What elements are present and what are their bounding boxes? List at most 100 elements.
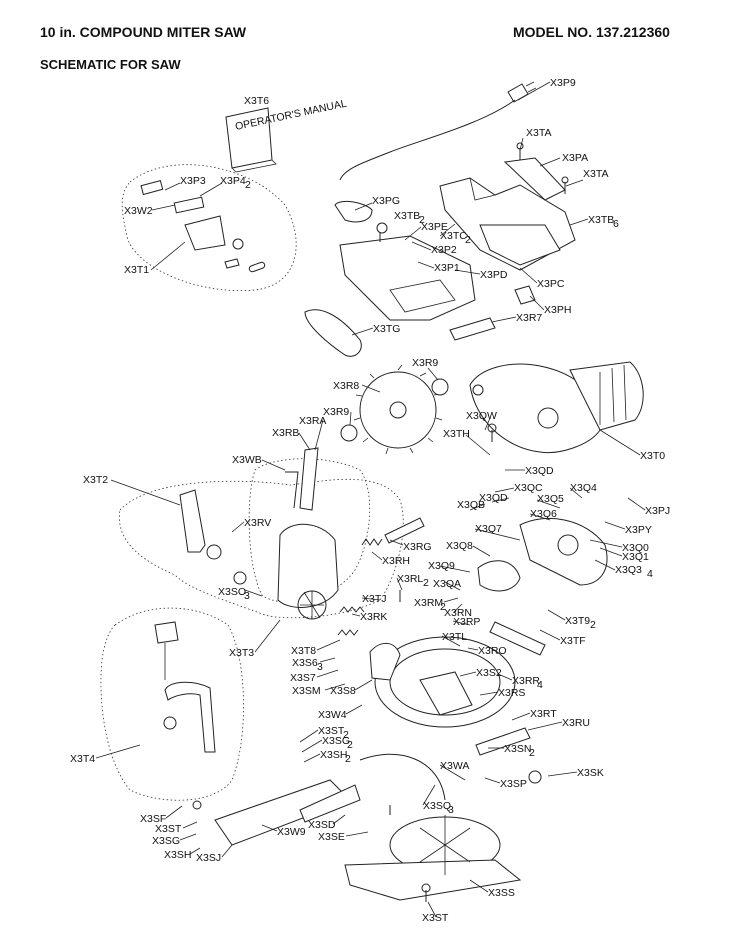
document-title: 10 in. COMPOUND MITER SAW	[40, 24, 247, 40]
label-subscript: 2	[343, 729, 349, 741]
part-label: X3SG	[322, 735, 350, 747]
part-label: X3ST	[422, 912, 449, 924]
part-label: X3S7	[290, 672, 316, 684]
motor-guard	[469, 361, 644, 454]
part-label: X3SG	[152, 835, 180, 847]
spring-rk	[339, 606, 365, 613]
part-label: X3RT	[530, 708, 557, 720]
part-label: X3RR	[512, 675, 540, 687]
part-label: X3SK	[577, 767, 604, 779]
group-outlines	[100, 164, 404, 801]
part-label: X3Q0	[622, 542, 649, 554]
part-label: X3PE	[421, 221, 448, 233]
part-label: X3R7	[516, 312, 542, 324]
rod-rf	[489, 621, 546, 656]
part-label: X3S6	[292, 657, 318, 669]
part-label: X3PJ	[645, 505, 670, 517]
part-label: X3TA	[583, 168, 608, 180]
part-label: X3RO	[478, 645, 507, 657]
part-label: X3TL	[442, 631, 467, 643]
part-label: X3P1	[434, 262, 460, 274]
part-label: X3T0	[640, 450, 665, 462]
part-label: X3W9	[277, 826, 306, 838]
bevel-lock-handle	[179, 489, 206, 553]
label-subscript: 2	[419, 214, 425, 226]
part-label: X3RK	[360, 611, 387, 623]
upper-housing	[334, 200, 476, 321]
dust-bag	[304, 309, 362, 357]
part-label: X3RN	[444, 607, 472, 619]
rod-rg	[384, 517, 425, 544]
bracket-assembly	[140, 179, 266, 273]
part-label: X3R9	[323, 406, 349, 418]
label-subscript: 2	[440, 601, 446, 613]
blade-washer	[431, 378, 449, 396]
part-label: X3R9	[412, 357, 438, 369]
part-label: X3TC	[440, 230, 467, 242]
turntable	[369, 636, 516, 728]
part-label: X3S8	[330, 685, 356, 697]
part-label: X3SE	[318, 831, 345, 843]
part-label: X3WA	[440, 760, 469, 772]
part-label: X3SN	[504, 743, 531, 755]
spring-t8	[337, 629, 359, 636]
screws	[192, 142, 569, 902]
label-subscript: 2	[590, 619, 596, 631]
part-label: X3PD	[480, 269, 508, 281]
model-number: MODEL NO. 137.212360	[513, 24, 670, 40]
part-label: X3RP	[453, 616, 480, 628]
pivot-arm	[299, 447, 319, 511]
part-label: X3PG	[372, 195, 400, 207]
part-label: X3QC	[514, 482, 543, 494]
hex-wrench	[285, 471, 299, 509]
part-label: X3RH	[382, 555, 410, 567]
part-label: X3Q5	[537, 493, 564, 505]
part-label: X3TA	[526, 127, 551, 139]
part-label: X3TB	[588, 214, 614, 226]
part-label: X3RS	[498, 687, 525, 699]
part-label: X3SS	[488, 887, 515, 899]
part-label: X3QD	[525, 465, 554, 477]
knob-assembly	[154, 621, 216, 753]
part-label: X3SM	[292, 685, 321, 697]
part-label: X3QW	[466, 410, 497, 422]
part-label: X3SF	[140, 813, 166, 825]
part-label: X3Q9	[428, 560, 455, 572]
part-label: X3QA	[433, 578, 461, 590]
lower-guard	[477, 517, 608, 592]
label-subscript: 4	[647, 568, 653, 580]
fence-base	[214, 779, 522, 901]
part-label: X3RB	[272, 427, 299, 439]
part-label: X3Q4	[570, 482, 597, 494]
part-label: X3RA	[299, 415, 326, 427]
part-label: X3TJ	[362, 593, 387, 605]
part-label: X3T2	[83, 474, 108, 486]
part-label: X3QD	[479, 492, 508, 504]
part-label: X3PC	[537, 278, 565, 290]
label-subscript: 4	[537, 679, 543, 691]
label-subscript: 2	[345, 753, 351, 765]
part-label: X3Q6	[530, 508, 557, 520]
part-label: X3RV	[244, 517, 271, 529]
part-label: X3Q1	[622, 551, 649, 563]
part-label: X3TG	[373, 323, 400, 335]
power-cord	[339, 99, 516, 181]
label-subscript: 3	[448, 804, 454, 816]
part-label: X3SH	[320, 749, 347, 761]
label-subscript: 6	[613, 218, 619, 230]
label-subscript: 3	[317, 661, 323, 673]
part-label: X3T6	[244, 95, 269, 107]
part-label: X3WB	[232, 454, 262, 466]
part-label: X3RM	[414, 597, 443, 609]
part-label: X3Q3	[615, 564, 642, 576]
part-label: X3SQ	[423, 800, 451, 812]
label-subscript: 2	[347, 739, 353, 751]
outline-motor-group	[248, 458, 371, 603]
part-label: X3R8	[333, 380, 359, 392]
inner-washer	[340, 424, 358, 442]
part-label: X3QB	[457, 499, 485, 511]
part-label: X3SD	[308, 819, 336, 831]
part-label: X3PH	[544, 304, 571, 316]
label-subscript: 2	[465, 234, 471, 246]
